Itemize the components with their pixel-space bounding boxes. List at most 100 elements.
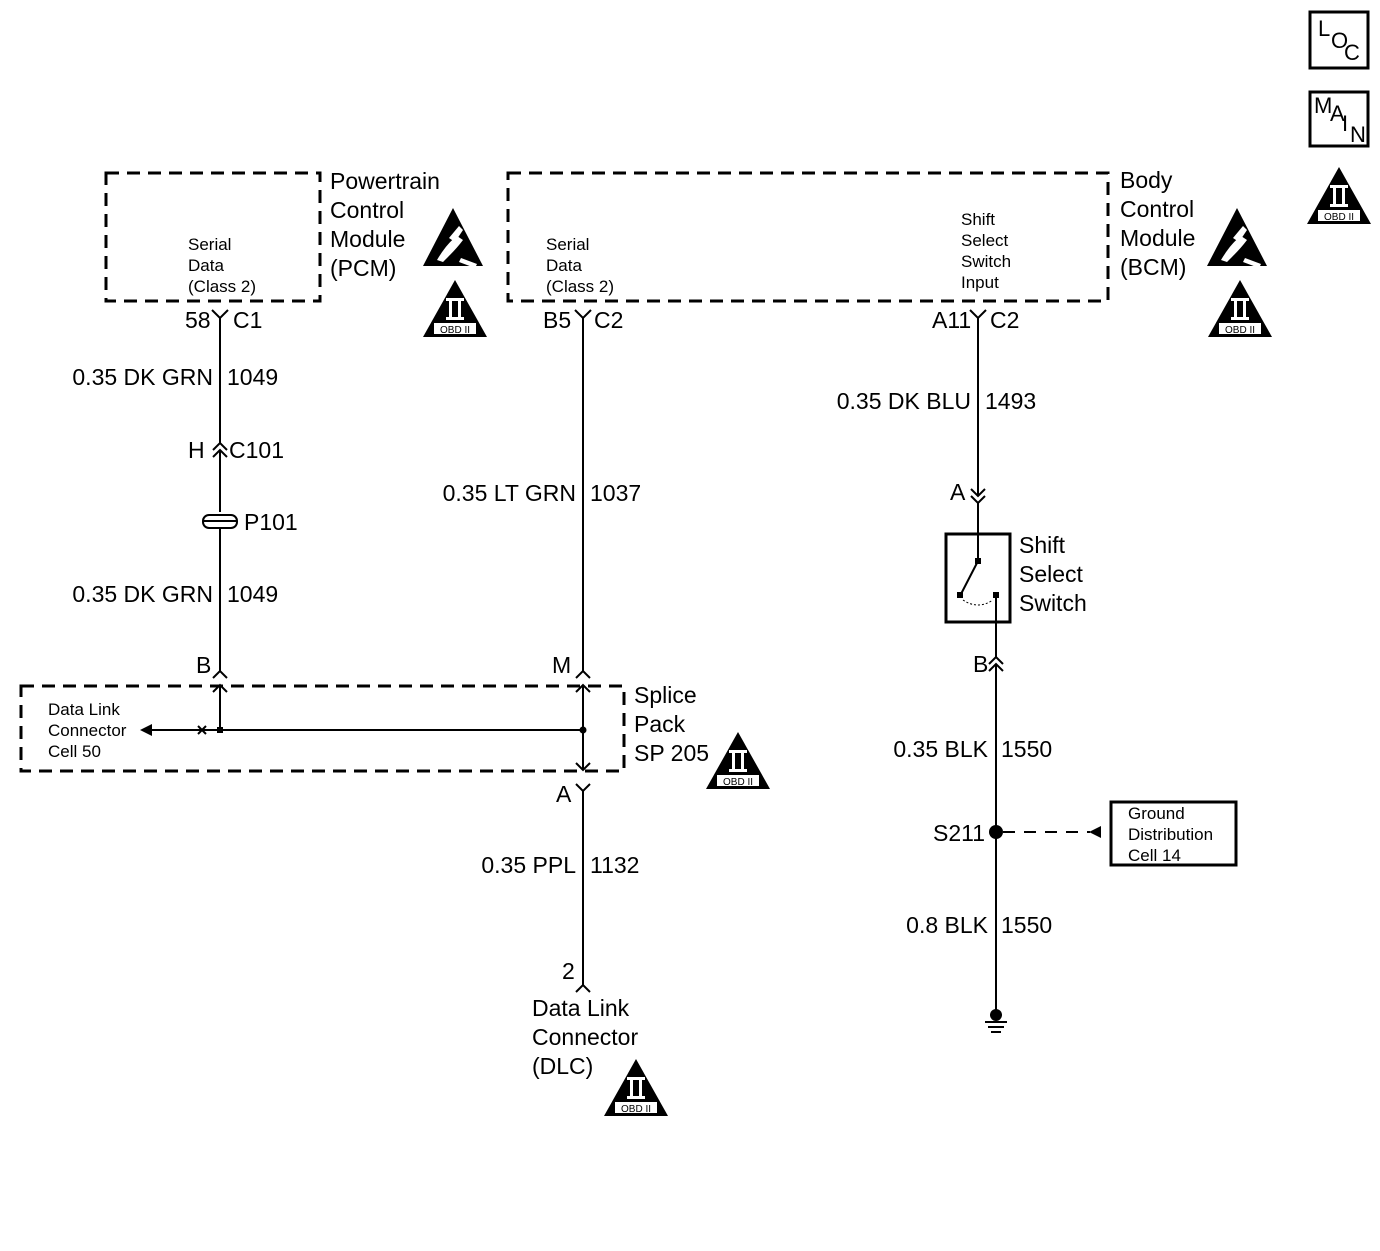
dlc-ref-line-1: Data Link <box>48 700 120 719</box>
dlc-title: Data Link Connector (DLC) <box>532 995 638 1079</box>
pcm-title-line-4: (PCM) <box>330 255 396 281</box>
splice-pin-m: M <box>552 652 571 678</box>
wire-1049-lower-circuit: 1049 <box>227 581 278 607</box>
bcm-title-line-1: Body <box>1120 167 1173 193</box>
ground-ref-line-1: Ground <box>1128 804 1185 823</box>
pcm-title-line-3: Module <box>330 226 405 252</box>
dlc-obd-ii-icon: OBD II <box>604 1059 668 1116</box>
splice-node-pcm <box>217 727 223 733</box>
esd-sensitive-icon <box>1207 208 1267 268</box>
wire-1049-upper-circuit: 1049 <box>227 364 278 390</box>
bcm-shift-line-2: Select <box>961 231 1009 250</box>
esd-sensitive-icon <box>423 208 483 268</box>
loc-letter-l: L <box>1318 16 1330 41</box>
dlc-cell-reference[interactable]: Data Link Connector Cell 50 <box>48 700 127 761</box>
wire-1049-lower-color: 0.35 DK GRN <box>72 581 213 607</box>
main-view-button[interactable]: M A I N <box>1308 90 1370 148</box>
dlc-ref-line-2: Connector <box>48 721 127 740</box>
bcm-shift-line-3: Switch <box>961 252 1011 271</box>
splice-title-line-2: Pack <box>634 711 686 737</box>
bcm-title-line-3: Module <box>1120 225 1195 251</box>
dlc-pin-symbol <box>575 983 591 993</box>
loc-letter-o: O <box>1331 28 1348 53</box>
wire-1550-lower-circuit: 1550 <box>1001 912 1052 938</box>
splice-pin-b-inner <box>212 683 228 730</box>
ground-ref-arrow-icon <box>1089 826 1101 838</box>
bcm-shift-connector-id: C2 <box>990 307 1019 333</box>
dlc-title-line-3: (DLC) <box>532 1053 593 1079</box>
obd-label: OBD II <box>1324 212 1354 223</box>
pcm-pin-line-2: Data <box>188 256 224 275</box>
splice-s211-label: S211 <box>933 820 985 846</box>
bcm-title: Body Control Module (BCM) <box>1120 167 1195 280</box>
pcm-connector-id: C1 <box>233 307 262 333</box>
splice-pin-a: A <box>556 781 572 807</box>
obd-label: OBD II <box>621 1104 651 1115</box>
wire-1132-circuit: 1132 <box>590 852 639 878</box>
bcm-serial-line-3: (Class 2) <box>546 277 614 296</box>
pcm-pin-line-3: (Class 2) <box>188 277 256 296</box>
bcm-serial-connector-id: C2 <box>594 307 623 333</box>
pcm-module-box <box>104 171 322 303</box>
switch-throw-arc <box>962 599 994 606</box>
bcm-title-line-4: (BCM) <box>1120 254 1186 280</box>
wire-1049-upper-color: 0.35 DK GRN <box>72 364 213 390</box>
pcm-pin-number: 58 <box>185 307 211 333</box>
splice-node-bcm <box>579 726 587 734</box>
wire-1550-lower-color: 0.8 BLK <box>906 912 988 938</box>
c101-pin: H <box>188 437 205 463</box>
splice-pin-a-symbol <box>575 783 591 793</box>
dlc-cell-reference-arrow-icon <box>140 724 152 736</box>
loc-letter-c: C <box>1344 40 1360 65</box>
splice-pin-b: B <box>196 652 211 678</box>
dlc-title-line-1: Data Link <box>532 995 630 1021</box>
bcm-shift-line-4: Input <box>961 273 999 292</box>
switch-contact-left <box>957 592 963 598</box>
wire-1037-circuit: 1037 <box>590 480 641 506</box>
cut-marker-icon <box>197 725 207 735</box>
wire-1550-upper-color: 0.35 BLK <box>893 736 988 762</box>
wire-1493-color: 0.35 DK BLU <box>837 388 971 414</box>
ground-ref-line-2: Distribution <box>1128 825 1213 844</box>
shift-switch-title: Shift Select Switch <box>1019 532 1087 616</box>
pcm-pin-description: Serial Data (Class 2) <box>188 235 256 296</box>
main-letter-n: N <box>1350 122 1366 147</box>
bcm-shift-pin-description: Shift Select Switch Input <box>961 210 1011 292</box>
pcm-pin-connector-symbol <box>211 309 229 320</box>
switch-title-line-3: Switch <box>1019 590 1087 616</box>
obd-ii-nav-icon[interactable]: OBD II <box>1307 167 1371 224</box>
ground-icon <box>985 1009 1007 1033</box>
dlc-ref-line-3: Cell 50 <box>48 742 101 761</box>
bcm-title-line-2: Control <box>1120 196 1194 222</box>
switch-arm-icon <box>960 560 979 595</box>
wire-1493-circuit: 1493 <box>985 388 1036 414</box>
splice-s211-node <box>989 825 1003 839</box>
switch-pin-b: B <box>973 651 988 677</box>
main-letter-m: M <box>1314 93 1332 118</box>
switch-title-line-1: Shift <box>1019 532 1066 558</box>
bcm-serial-pin: B5 <box>543 307 571 333</box>
splice-pin-m-symbol <box>575 669 591 679</box>
bcm-shift-connector-symbol <box>969 309 987 320</box>
splice-pack-box <box>19 684 626 773</box>
splice-obd-ii-icon: OBD II <box>706 732 770 789</box>
bcm-serial-line-1: Serial <box>546 235 589 254</box>
pcm-title: Powertrain Control Module (PCM) <box>330 168 440 281</box>
dlc-title-line-2: Connector <box>532 1024 638 1050</box>
dlc-pin: 2 <box>562 958 575 984</box>
location-view-button[interactable]: L O C <box>1308 10 1370 70</box>
p101-label: P101 <box>244 509 298 535</box>
bcm-serial-line-2: Data <box>546 256 582 275</box>
pcm-pin-line-1: Serial <box>188 235 231 254</box>
ground-distribution-reference[interactable]: Ground Distribution Cell 14 <box>1109 800 1238 867</box>
splice-title-line-3: SP 205 <box>634 740 709 766</box>
main-letter-i: I <box>1342 111 1348 136</box>
bcm-serial-pin-description: Serial Data (Class 2) <box>546 235 614 296</box>
bcm-obd-ii-icon: OBD II <box>1208 280 1272 337</box>
pcm-title-line-1: Powertrain <box>330 168 440 194</box>
main-letter-a: A <box>1330 101 1345 126</box>
ground-ref-line-3: Cell 14 <box>1128 846 1181 865</box>
bcm-shift-pin: A11 <box>932 307 971 333</box>
splice-title-line-1: Splice <box>634 682 697 708</box>
